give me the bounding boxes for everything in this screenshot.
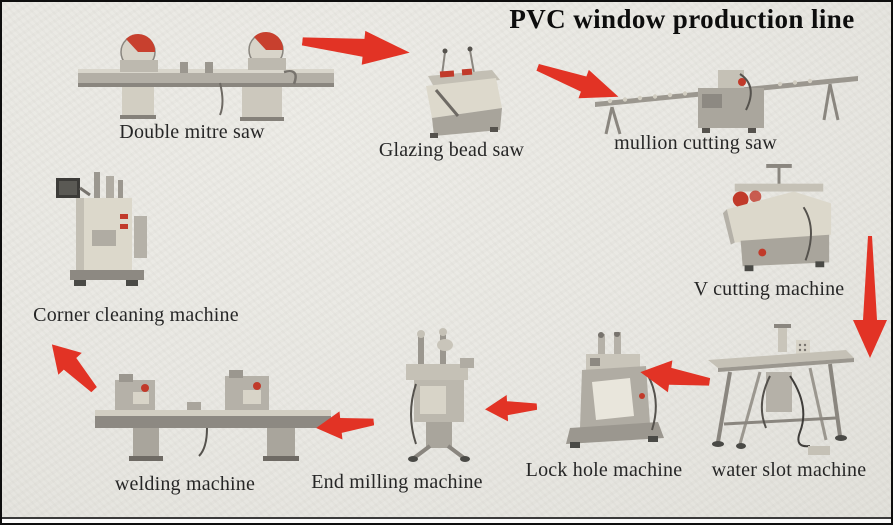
end-milling-machine-illustration bbox=[406, 328, 474, 462]
arrow-lock-hole-to-end-milling-icon bbox=[484, 393, 538, 424]
water-slot-machine-label: water slot machine bbox=[711, 459, 867, 481]
v-cutting-machine-label: V cutting machine bbox=[693, 278, 845, 300]
double-mitre-saw-label: Double mitre saw bbox=[119, 121, 265, 143]
water-slot-machine-illustration bbox=[708, 324, 854, 455]
end-milling-machine-label: End milling machine bbox=[311, 471, 483, 493]
arrow-end-milling-to-welding-icon bbox=[315, 407, 376, 443]
arrow-glazing-to-mullion-icon bbox=[532, 52, 624, 111]
welding-machine-label: welding machine bbox=[114, 473, 256, 495]
arrow-welding-to-corner-cleaning-icon bbox=[39, 333, 106, 402]
machine-end-milling-machine bbox=[384, 328, 499, 463]
welding-machine-illustration bbox=[95, 370, 331, 461]
page-title: PVC window production line bbox=[509, 4, 855, 34]
machine-mullion-cutting-saw bbox=[590, 60, 870, 140]
machine-welding-machine bbox=[87, 354, 337, 469]
glazing-bead-saw-illustration bbox=[426, 46, 502, 138]
lock-hole-machine-illustration bbox=[566, 332, 664, 448]
machine-v-cutting-machine bbox=[704, 164, 854, 282]
mullion-cutting-saw-illustration bbox=[595, 70, 858, 135]
machine-water-slot-machine bbox=[700, 324, 860, 459]
arrow-double-mitre-to-glazing-icon bbox=[300, 23, 411, 70]
mullion-cutting-saw-label: mullion cutting saw bbox=[614, 132, 777, 154]
bottom-border-strip bbox=[2, 517, 891, 523]
machine-glazing-bead-saw bbox=[400, 46, 520, 141]
v-cutting-machine-illustration bbox=[722, 164, 832, 272]
arrow-water-slot-to-lock-hole-icon bbox=[638, 355, 712, 398]
arrow-v-cutting-to-water-slot-icon bbox=[851, 236, 889, 358]
glazing-bead-saw-label: Glazing bead saw bbox=[378, 139, 525, 161]
corner-cleaning-machine-label: Corner cleaning machine bbox=[33, 304, 239, 326]
machine-lock-hole-machine bbox=[542, 332, 682, 457]
lock-hole-machine-label: Lock hole machine bbox=[525, 459, 683, 481]
corner-cleaning-machine-illustration bbox=[56, 172, 147, 286]
machine-double-mitre-saw bbox=[70, 20, 350, 125]
machine-corner-cleaning-machine bbox=[54, 170, 169, 295]
double-mitre-saw-illustration bbox=[78, 32, 334, 121]
